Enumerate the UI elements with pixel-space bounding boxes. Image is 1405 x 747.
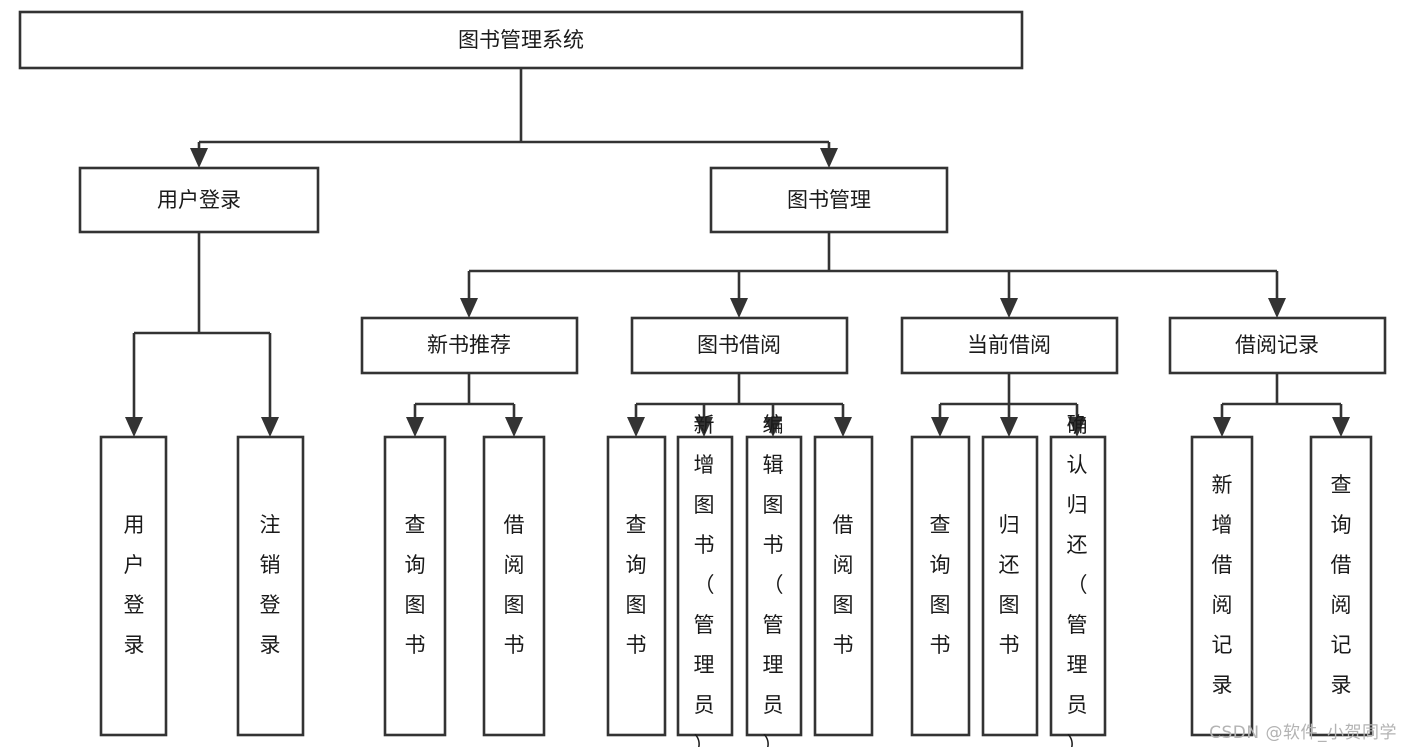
node-leaf-add-book[interactable]: 新增图书（管理员） (676, 413, 734, 747)
node-box (1168, 316, 1387, 375)
node-box (676, 435, 734, 737)
arrowhead-icon (1068, 417, 1086, 437)
node-label: 图书借阅 (697, 333, 781, 357)
node-label: 用户登录 (157, 188, 241, 212)
node-label: 新书推荐 (427, 333, 511, 357)
node-box (745, 435, 803, 737)
node-book-borrow[interactable]: 图书借阅 (630, 316, 849, 375)
node-box (900, 316, 1119, 375)
node-label-vertical: 查询图书 (626, 513, 647, 657)
node-box (482, 435, 546, 737)
node-label-vertical: 借阅图书 (504, 513, 525, 657)
node-box (630, 316, 849, 375)
arrowhead-icon (406, 417, 424, 437)
arrowhead-icon (695, 417, 713, 437)
node-label-vertical: 查询借阅记录 (1331, 473, 1352, 697)
node-leaf-return-book[interactable]: 归还图书 (981, 435, 1039, 737)
node-box (236, 435, 305, 737)
node-label-vertical: 归还图书 (999, 513, 1020, 657)
node-label-vertical: 注销登录 (260, 513, 281, 657)
arrowhead-icon (730, 298, 748, 318)
node-label-vertical: 新增图书（管理员） (694, 413, 715, 747)
arrowhead-icon (1213, 417, 1231, 437)
node-box (1190, 435, 1254, 737)
edge-book-borrow-trunk (634, 373, 845, 424)
node-leaf-user-login[interactable]: 用户登录 (99, 435, 168, 737)
arrowhead-icon (261, 417, 279, 437)
node-box (709, 166, 949, 234)
node-box (78, 166, 320, 234)
edge-book-manage-trunk (467, 232, 1279, 308)
node-leaf-query-book-2[interactable]: 查询图书 (606, 435, 667, 737)
edge-borrow-record-trunk (1220, 373, 1343, 424)
node-box (910, 435, 971, 737)
arrowhead-icon (190, 148, 208, 168)
node-root[interactable]: 图书管理系统 (18, 10, 1024, 70)
edges-layer (132, 68, 1343, 424)
edge-root-trunk (197, 68, 831, 158)
arrowhead-icon (1332, 417, 1350, 437)
node-leaf-borrow-book-2[interactable]: 借阅图书 (813, 435, 874, 737)
node-leaf-query-book-1[interactable]: 查询图书 (383, 435, 447, 737)
node-leaf-confirm-return[interactable]: 确认归还（管理员） (1049, 413, 1107, 747)
node-box (1049, 435, 1107, 737)
node-box (18, 10, 1024, 70)
edge-new-book-rec-trunk (413, 373, 516, 424)
node-book-manage[interactable]: 图书管理 (709, 166, 949, 234)
node-box (99, 435, 168, 737)
node-box (813, 435, 874, 737)
edge-user-login-trunk (132, 232, 272, 424)
node-label: 当前借阅 (967, 333, 1051, 357)
arrowhead-icon (764, 417, 782, 437)
node-label-vertical: 确认归还（管理员） (1067, 413, 1088, 747)
arrowhead-icon (1000, 298, 1018, 318)
node-new-book-rec[interactable]: 新书推荐 (360, 316, 579, 375)
node-leaf-logout[interactable]: 注销登录 (236, 435, 305, 737)
node-leaf-add-record[interactable]: 新增借阅记录 (1190, 435, 1254, 737)
node-box (360, 316, 579, 375)
node-box (606, 435, 667, 737)
node-label: 借阅记录 (1235, 333, 1319, 357)
arrowhead-icon (1268, 298, 1286, 318)
node-user-login[interactable]: 用户登录 (78, 166, 320, 234)
node-leaf-edit-book[interactable]: 编辑图书（管理员） (745, 413, 803, 747)
csdn-watermark: CSDN @软件_小贺同学 (1209, 723, 1397, 743)
arrowhead-icon (834, 417, 852, 437)
node-label-vertical: 新增借阅记录 (1212, 473, 1233, 697)
node-label: 图书管理系统 (458, 28, 584, 52)
arrowhead-icon (931, 417, 949, 437)
node-current-borrow[interactable]: 当前借阅 (900, 316, 1119, 375)
arrowhead-icon (1000, 417, 1018, 437)
node-leaf-query-record[interactable]: 查询借阅记录 (1309, 435, 1373, 737)
arrowhead-icon (505, 417, 523, 437)
arrowheads-layer (125, 148, 1350, 437)
node-label-vertical: 查询图书 (405, 513, 426, 657)
node-box (981, 435, 1039, 737)
node-label-vertical: 用户登录 (124, 513, 145, 657)
node-label-vertical: 查询图书 (930, 513, 951, 657)
arrowhead-icon (125, 417, 143, 437)
node-label-vertical: 编辑图书（管理员） (763, 413, 784, 747)
node-borrow-record[interactable]: 借阅记录 (1168, 316, 1387, 375)
node-label-vertical: 借阅图书 (833, 513, 854, 657)
edge-current-borrow-trunk (938, 373, 1079, 424)
node-label: 图书管理 (787, 188, 871, 212)
arrowhead-icon (460, 298, 478, 318)
node-box (1309, 435, 1373, 737)
arrowhead-icon (820, 148, 838, 168)
node-leaf-borrow-book-1[interactable]: 借阅图书 (482, 435, 546, 737)
node-box (383, 435, 447, 737)
node-leaf-query-book-3[interactable]: 查询图书 (910, 435, 971, 737)
arrowhead-icon (627, 417, 645, 437)
